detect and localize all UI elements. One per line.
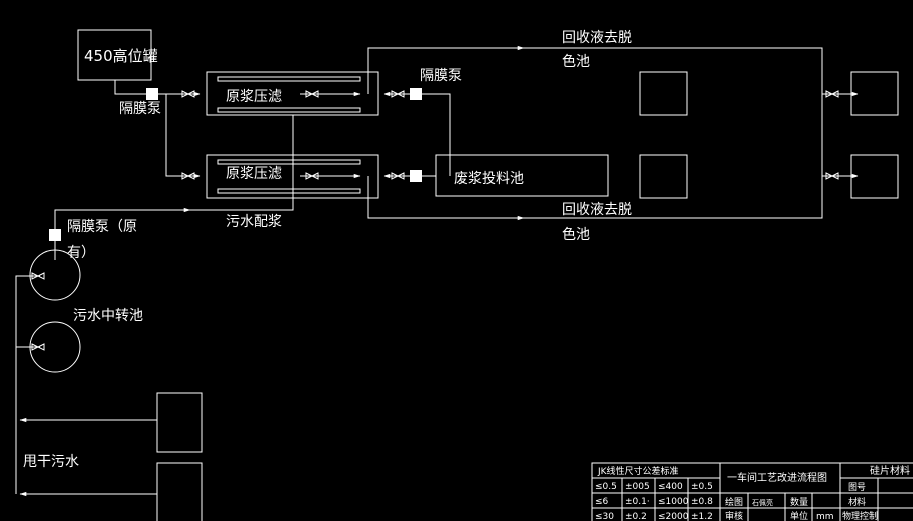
label-recover-bottom-2: 色池 [562,226,590,243]
tb-cell: ≤2000 [658,512,689,521]
tb-cell: ≤30 [595,512,614,521]
tb-cell: ±0.8 [691,497,713,507]
label-dry-sewage: 甩干污水 [23,454,79,470]
tb-qty-label: 数量 [790,496,808,508]
label-pump-top: 隔膜泵 [119,101,161,117]
label-filter-bottom: 原浆压滤 [226,166,282,182]
tb-cell: ±0.2 [625,512,647,521]
label-recover-top-1: 回收液去脱 [562,30,632,46]
tb-cell: ≤1000 [658,497,689,507]
dry-box-top [156,392,203,453]
tb-cell: ±005 [625,482,650,492]
label-sewage-mix: 污水配浆 [226,214,282,230]
label-pump-left-1: 隔膜泵（原 [67,219,137,235]
tb-cell: ±0.5 [691,482,713,492]
tb-cell: ≤0.5 [595,482,617,492]
title-block [591,462,913,521]
tb-cell: ±0.1· [625,497,650,507]
pump-mid2-icon [410,170,422,182]
dry-box-bottom [156,462,203,521]
tb-unit-label: 单位 [790,510,808,521]
tank-box-d [850,154,899,199]
tb-drawing-title: 一车间工艺改进流程图 [727,471,827,484]
tb-draw-label: 绘图 [725,496,743,508]
tb-drawer: 石佩亮 [752,498,773,507]
tank-box-c [850,71,899,116]
tb-unit-value: mm [816,512,834,521]
pump-mid-icon [410,88,422,100]
tb-tolerance-title: JK线性尺寸公差标准 [597,465,679,477]
label-pump-left-2: 有） [67,245,95,261]
label-tank-450: 450高位罐 [84,47,158,65]
tb-cell: ≤6 [595,497,609,507]
tb-company: 硅片材料 [870,464,910,477]
tb-review-label: 审核 [725,510,743,521]
sewage-circle-1 [29,249,81,301]
tank-box-a [639,71,688,116]
tb-material: 材料 [848,496,866,508]
label-recover-top-2: 色池 [562,53,590,70]
label-sewage-transfer: 污水中转池 [73,308,143,324]
label-recover-bottom-1: 回收液去脱 [562,202,632,218]
label-pump-mid: 隔膜泵 [420,68,462,84]
tb-cell: ±1.2 [691,512,713,521]
label-filter-top: 原浆压滤 [226,89,282,105]
tb-physical: 物理控制 [842,510,878,521]
pump-left-icon [49,229,61,241]
tank-box-b [639,154,688,199]
tb-drawing-no: 图号 [848,482,866,493]
pump-top-icon [146,88,158,100]
label-waste-pool: 废浆投料池 [454,171,524,187]
tb-cell: ≤400 [658,482,683,492]
